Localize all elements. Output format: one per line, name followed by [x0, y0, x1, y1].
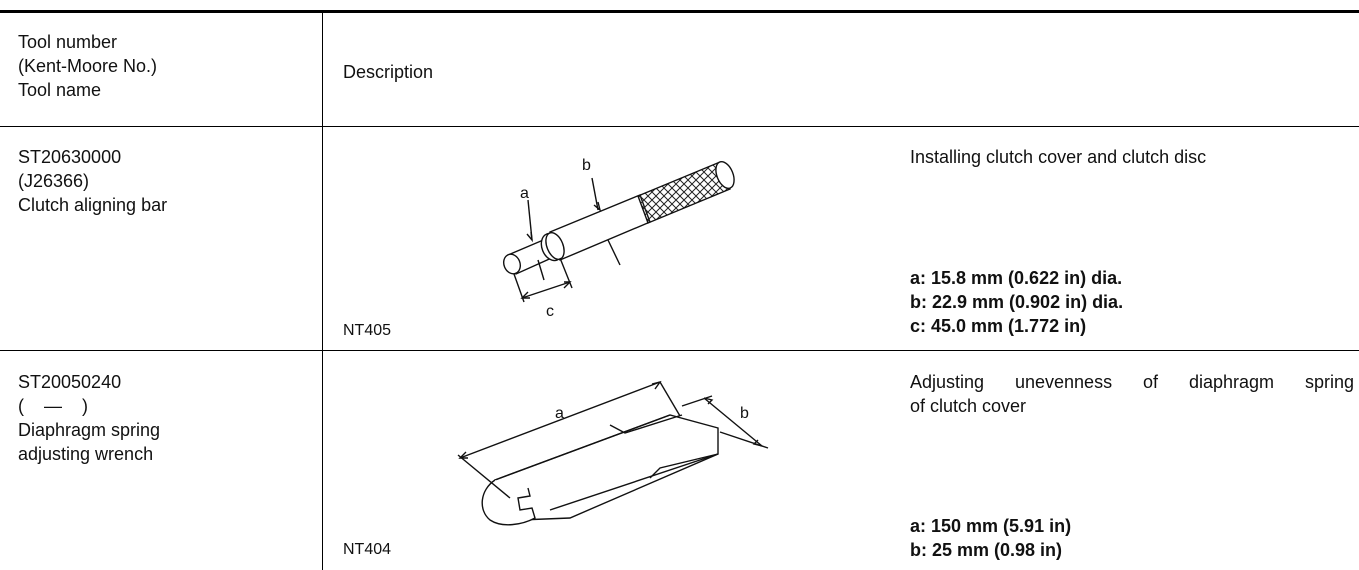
dimension-label-a: a — [520, 185, 529, 202]
dimension-label-a: a — [555, 405, 564, 422]
row-2-tool-number: ST20050240 — [18, 372, 122, 392]
row-2-description-line-2: of clutch cover — [910, 396, 1027, 416]
table-top-rule — [0, 10, 1359, 13]
row-2-figure-code: NT404 — [343, 541, 392, 558]
row-2-specs: a: 150 mm (5.91 in) b: 25 mm (0.98 in) — [910, 514, 1071, 562]
row-2-spec-b: b: 25 mm (0.98 in) — [910, 540, 1063, 560]
row-2-description-line-1: Adjusting unevenness of diaphragm spring — [910, 372, 1354, 392]
row-divider — [0, 350, 1359, 351]
row-1-tool-info: ST20630000 (J26366) Clutch aligning bar — [18, 145, 167, 217]
row-2-spec-a: a: 150 mm (5.91 in) — [910, 516, 1072, 536]
column-divider — [322, 12, 323, 570]
row-1-figure-code: NT405 — [343, 322, 392, 339]
dimension-label-c: c — [546, 303, 554, 320]
header-kent-moore: (Kent-Moore No.) — [18, 56, 158, 76]
row-1-spec-c: c: 45.0 mm (1.772 in) — [910, 316, 1087, 336]
row-1-specs: a: 15.8 mm (0.622 in) dia. b: 22.9 mm (0… — [910, 266, 1123, 338]
row-1-spec-a: a: 15.8 mm (0.622 in) dia. — [910, 268, 1123, 288]
header-tool-column: Tool number (Kent-Moore No.) Tool name — [18, 30, 157, 102]
header-tool-number: Tool number — [18, 32, 118, 52]
row-2-kent-moore: ( — ) — [18, 396, 88, 416]
header-tool-name: Tool name — [18, 80, 102, 100]
clutch-aligning-bar-illustration: b a c — [502, 157, 735, 320]
diaphragm-spring-wrench-illustration: a b — [457, 380, 769, 526]
header-description: Description — [343, 62, 434, 82]
dimension-label-b: b — [582, 157, 591, 174]
row-2-tool-name-line-1: Diaphragm spring — [18, 420, 161, 440]
row-1-description: Installing clutch cover and clutch disc — [910, 147, 1207, 167]
row-1-tool-name: Clutch aligning bar — [18, 195, 168, 215]
header-bottom-rule — [0, 126, 1359, 127]
row-2-tool-info: ST20050240 ( — ) Diaphragm spring adjust… — [18, 370, 160, 466]
row-2-description: Adjusting unevenness of diaphragm spring… — [910, 370, 1354, 418]
row-2-tool-name-line-2: adjusting wrench — [18, 444, 154, 464]
row-1-kent-moore: (J26366) — [18, 171, 90, 191]
row-1-tool-number: ST20630000 — [18, 147, 122, 167]
row-1-spec-b: b: 22.9 mm (0.902 in) dia. — [910, 292, 1124, 312]
dimension-label-b: b — [740, 405, 749, 422]
